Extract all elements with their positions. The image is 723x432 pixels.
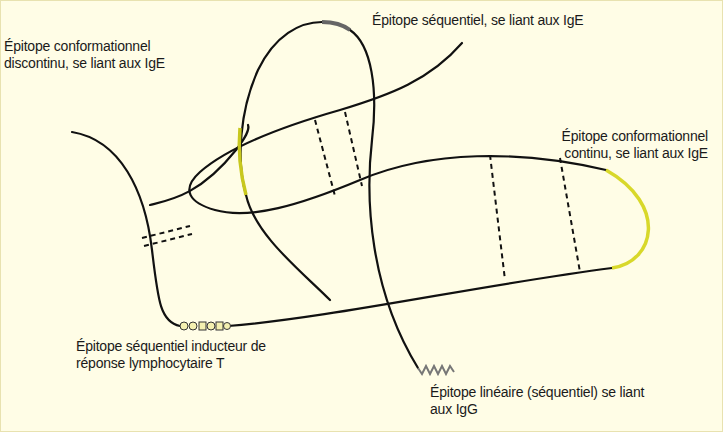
- epitope-label: Épitope conformationnel continu, se lian…: [512, 128, 708, 162]
- epitope-label: Épitope séquentiel, se liant aux IgE: [372, 12, 672, 29]
- epitope-label: Épitope conformationnel discontinu, se l…: [4, 38, 204, 72]
- epitope-label: Épitope linéaire (séquentiel) se liant a…: [430, 384, 660, 418]
- epitope-label: Épitope séquentiel inducteur de réponse …: [76, 338, 306, 372]
